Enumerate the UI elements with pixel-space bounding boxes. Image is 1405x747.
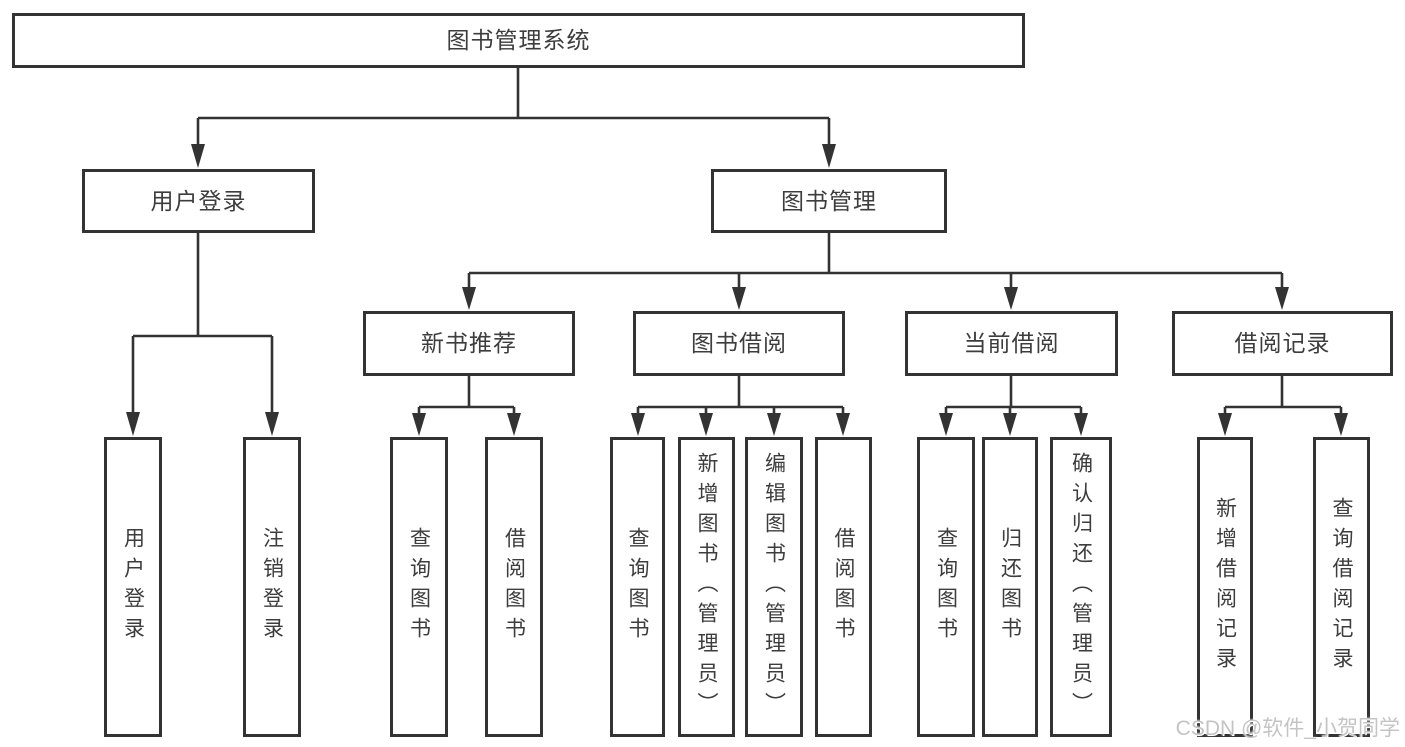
arrowhead-icon [732,287,746,310]
arrowhead-icon [1074,413,1088,436]
node-book-borrow: 图书借阅 [633,311,845,376]
node-borrow-records: 借阅记录 [1172,311,1393,376]
arrowhead-icon [1275,287,1289,310]
leaf-add-book-admin: 新增图书（管理员） [678,437,735,737]
arrowhead-icon [699,413,713,436]
arrowhead-icon [1004,287,1018,310]
arrowhead-icon [631,413,645,436]
arrowhead-icon [462,287,476,310]
node-label: 当前借阅 [963,330,1060,356]
leaf-borrow-query-books: 查询图书 [610,437,665,737]
node-label: 借阅图书 [502,527,526,647]
node-label: 图书管理 [781,187,877,214]
arrowhead-icon [507,413,521,436]
node-label: 确认归还（管理员） [1069,452,1093,722]
node-label: 查询借阅记录 [1330,497,1353,677]
node-label: 用户登录 [121,527,145,647]
node-current-borrow: 当前借阅 [905,311,1118,376]
arrowhead-icon [265,412,279,436]
leaf-logout: 注销登录 [243,437,301,737]
node-user-login: 用户登录 [82,169,315,233]
leaf-recommend-borrow-books: 借阅图书 [485,437,543,737]
arrowhead-icon [126,412,140,436]
arrowhead-icon [191,144,205,168]
node-label: 编辑图书（管理员） [762,452,786,722]
node-label: 新书推荐 [421,330,517,356]
leaf-return-book: 归还图书 [982,437,1038,737]
leaf-confirm-return-admin: 确认归还（管理员） [1050,437,1112,737]
csdn-watermark: CSDN @软件_小贺同学 [1175,717,1400,740]
node-new-book-recommend: 新书推荐 [363,311,575,376]
connector-recommend-group [417,376,516,414]
node-label: 归还图书 [998,527,1022,647]
node-label: 用户登录 [150,187,247,214]
arrowhead-icon [1003,413,1017,436]
arrowhead-icon [822,144,836,168]
leaf-current-query-books: 查询图书 [917,437,975,737]
node-label: 借阅图书 [832,527,855,647]
leaf-edit-book-admin: 编辑图书（管理员） [745,437,803,737]
node-label: 查询图书 [934,527,958,647]
node-label: 新增图书（管理员） [695,452,718,722]
node-book-management: 图书管理 [711,169,947,233]
arrowhead-icon [767,413,781,436]
node-library-management-system: 图书管理系统 [12,13,1025,68]
leaf-query-borrow-record: 查询借阅记录 [1313,437,1370,737]
arrowhead-icon [412,413,426,436]
leaf-user-login: 用户登录 [104,437,162,737]
arrowhead-icon [939,413,953,436]
node-label: 借阅记录 [1234,330,1331,356]
arrowhead-icon [836,413,850,436]
leaf-add-borrow-record: 新增借阅记录 [1197,437,1253,737]
connector-book-management-group [467,233,1284,290]
node-label: 图书借阅 [691,330,787,356]
connector-user-login-group [131,233,274,414]
arrowhead-icon [1218,413,1232,436]
leaf-borrow-book: 借阅图书 [815,437,872,737]
node-label: 新增借阅记录 [1213,497,1237,677]
connector-records-group [1223,376,1343,414]
arrowhead-icon [1334,413,1348,436]
connector-root [196,68,831,146]
node-label: 图书管理系统 [446,27,591,53]
leaf-recommend-query-books: 查询图书 [390,437,448,737]
node-label: 查询图书 [407,527,431,647]
connector-borrow-group [636,376,845,414]
connector-current-group [944,376,1083,414]
node-label: 查询图书 [626,527,649,647]
node-label: 注销登录 [260,527,284,647]
